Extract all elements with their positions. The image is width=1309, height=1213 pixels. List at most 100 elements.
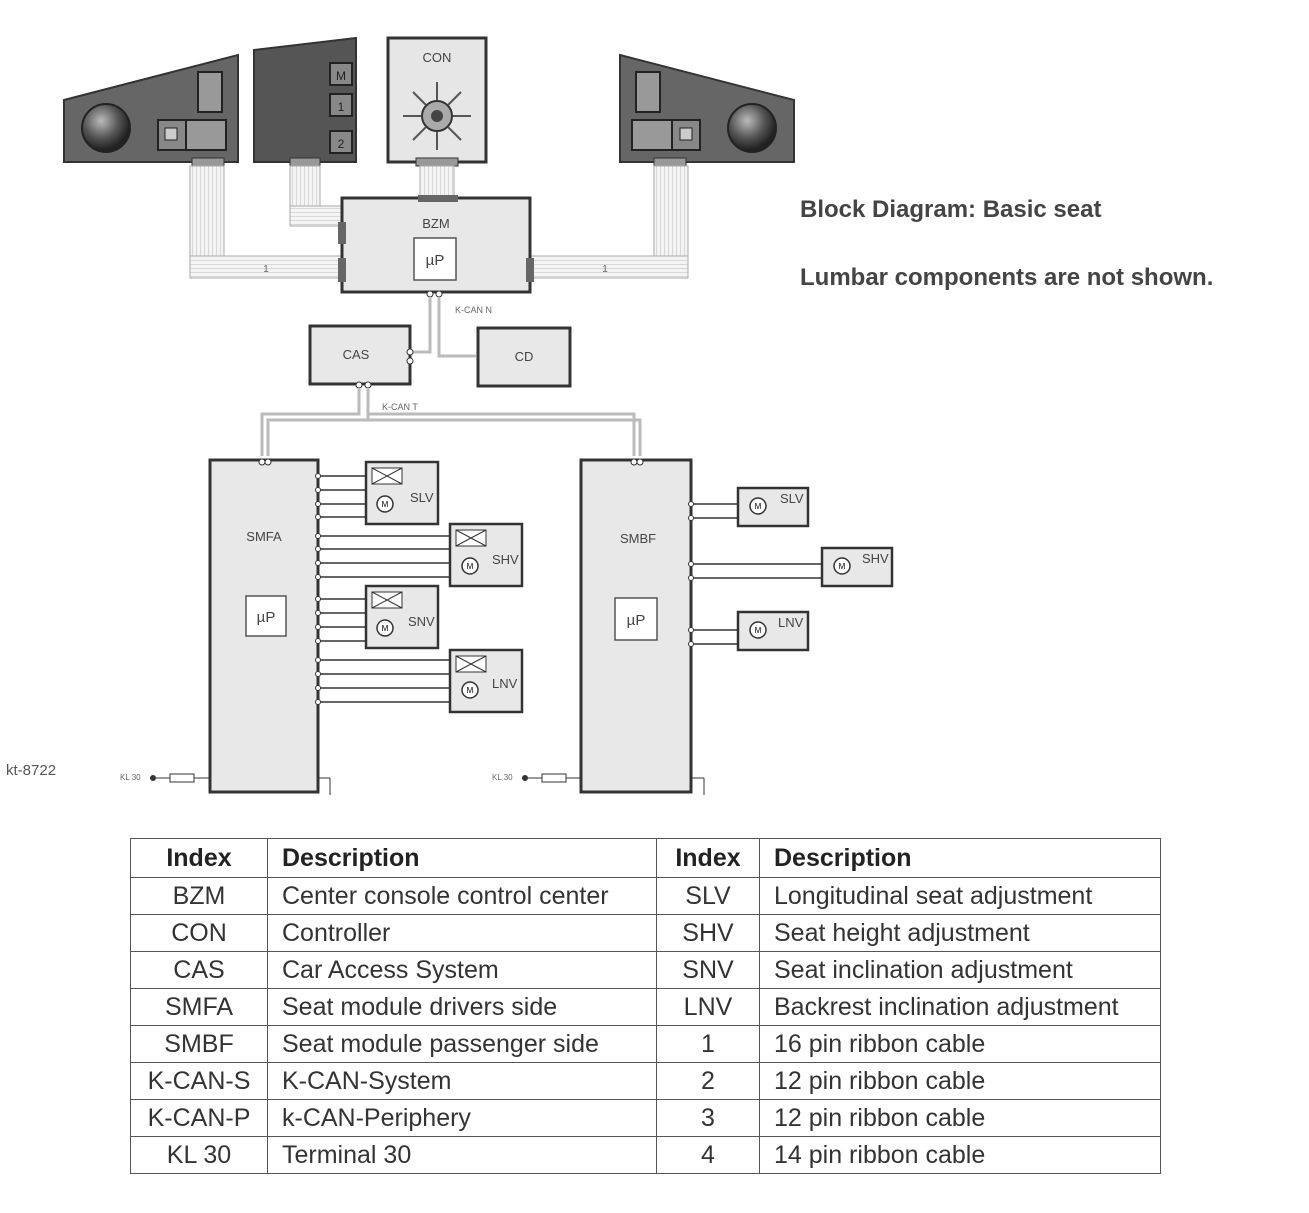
legend-index-cell: CON xyxy=(130,914,268,952)
svg-text:M: M xyxy=(755,502,762,511)
motor-lnv-driver: M LNV xyxy=(448,648,524,714)
motor-label: SNV xyxy=(408,614,435,629)
motor-label: SLV xyxy=(780,491,804,506)
bzm-cpu-label: µP xyxy=(426,252,445,269)
legend-description-cell: Center console control center xyxy=(267,877,657,915)
legend-index-cell: 1 xyxy=(656,1025,760,1063)
legend-description-cell: Controller xyxy=(267,914,657,952)
fuse-icon xyxy=(169,773,195,783)
driver-seat-switch-panel xyxy=(63,53,239,167)
legend-index-cell: SMBF xyxy=(130,1025,268,1063)
svg-text:M: M xyxy=(467,686,474,695)
motor-slv-driver: M SLV xyxy=(364,460,440,526)
motor-label: SLV xyxy=(410,490,434,505)
smfa-cpu-label: µP xyxy=(257,609,276,626)
bzm-label: BZM xyxy=(422,216,449,231)
legend-index-cell: 2 xyxy=(656,1062,760,1100)
legend-description-cell: Backrest inclination adjustment xyxy=(759,988,1161,1026)
motor-slv-passenger: M SLV xyxy=(736,486,810,528)
svg-text:M: M xyxy=(755,626,762,635)
motor-snv-driver: M SNV xyxy=(364,584,440,650)
legend-description-cell: Seat height adjustment xyxy=(759,914,1161,952)
legend-index-cell: KL 30 xyxy=(130,1136,268,1174)
legend-description-cell: 14 pin ribbon cable xyxy=(759,1136,1161,1174)
kl30-right-feed: KL 30 xyxy=(492,773,581,783)
passenger-seat-switch-panel xyxy=(619,53,795,167)
cas-module: CAS xyxy=(308,324,414,389)
k-can-n-label: K-CAN N xyxy=(455,305,492,315)
block-diagram: M 1 2 CON 1 1 xyxy=(63,36,894,795)
cas-label: CAS xyxy=(343,347,370,362)
legend-description-cell: Seat module drivers side xyxy=(267,988,657,1026)
legend-header-index: Index xyxy=(656,838,760,878)
legend-description-cell: Seat inclination adjustment xyxy=(759,951,1161,989)
k-can-t-label: K-CAN T xyxy=(382,402,418,412)
motor-icon xyxy=(461,557,479,575)
legend-header-description: Description xyxy=(267,838,657,878)
motor-shv-passenger: M SHV xyxy=(820,546,894,588)
svg-text:M: M xyxy=(382,624,389,633)
diagram-title: Block Diagram: Basic seat xyxy=(800,196,1102,223)
kl30-left-feed: KL 30 xyxy=(120,773,210,783)
con-label: CON xyxy=(423,50,452,65)
memory-button-2 xyxy=(329,130,353,154)
smfa-label: SMFA xyxy=(246,529,282,544)
kl30-left-label: KL 30 xyxy=(120,773,141,782)
bzm-module: BZM µP xyxy=(338,195,534,298)
legend-description-cell: 12 pin ribbon cable xyxy=(759,1062,1161,1100)
smbf-cpu-label: µP xyxy=(627,612,646,629)
legend-description-cell: k-CAN-Periphery xyxy=(267,1099,657,1137)
legend-index-cell: K-CAN-S xyxy=(130,1062,268,1100)
legend-index-cell: SLV xyxy=(656,877,760,915)
fuse-icon xyxy=(541,773,567,783)
figure-id: kt-8722 xyxy=(6,762,57,779)
kl30-right-label: KL 30 xyxy=(492,773,513,782)
motor-icon xyxy=(749,497,767,515)
k-can-t-bus: K-CAN T xyxy=(260,388,642,456)
legend-index-cell: SNV xyxy=(656,951,760,989)
svg-text:M: M xyxy=(467,562,474,571)
motor-label: LNV xyxy=(778,615,804,630)
legend-description-cell: Car Access System xyxy=(267,951,657,989)
motor-icon xyxy=(461,681,479,699)
legend-index-cell: 4 xyxy=(656,1136,760,1174)
svg-text:M: M xyxy=(839,562,846,571)
ribbon-cables: 1 1 xyxy=(189,165,689,279)
ribbon-number-left: 1 xyxy=(263,264,269,275)
ribbon-number-right: 1 xyxy=(602,264,608,275)
memory-button-m xyxy=(329,62,353,86)
legend-description-cell: Terminal 30 xyxy=(267,1136,657,1174)
motor-lnv-passenger: M LNV xyxy=(736,610,810,652)
motor-label: LNV xyxy=(492,676,518,691)
legend-header-row: Index Description Index Description xyxy=(130,838,1161,878)
knob-icon xyxy=(727,103,777,153)
legend-index-cell: BZM xyxy=(130,877,268,915)
svg-text:M: M xyxy=(382,500,389,509)
diagram-note: Lumbar components are not shown. xyxy=(800,264,1214,291)
legend-description-cell: K-CAN-System xyxy=(267,1062,657,1100)
memory-label-2: 2 xyxy=(338,137,345,151)
legend-index-cell: CAS xyxy=(130,951,268,989)
memory-label-m: M xyxy=(336,69,346,83)
seat-switch-icon xyxy=(185,71,227,151)
cd-module: CD xyxy=(476,326,572,388)
legend-index-cell: LNV xyxy=(656,988,760,1026)
memory-button-1 xyxy=(329,93,353,117)
legend-header-description: Description xyxy=(759,838,1161,878)
legend-index-cell: 3 xyxy=(656,1099,760,1137)
memory-label-1: 1 xyxy=(338,100,345,114)
motor-icon xyxy=(376,495,394,513)
smbf-label: SMBF xyxy=(620,531,656,546)
legend-index-cell: SHV xyxy=(656,914,760,952)
motor-shv-driver: M SHV xyxy=(448,522,524,588)
smbf-module: SMBF µP xyxy=(579,458,822,795)
motor-icon xyxy=(749,621,767,639)
